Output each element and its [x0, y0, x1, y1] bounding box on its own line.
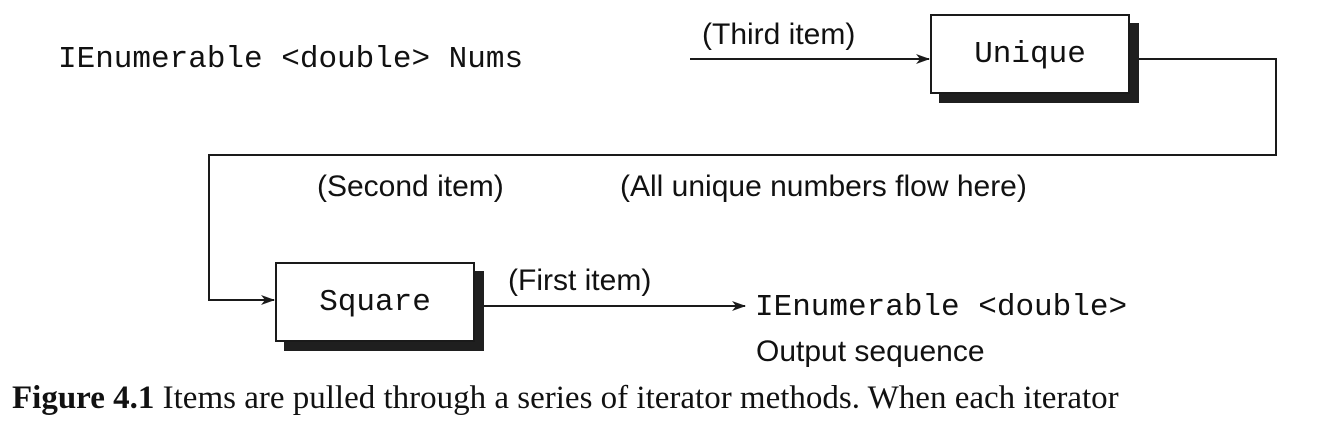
figure-caption: Figure 4.1 Items are pulled through a se…: [12, 382, 1119, 415]
source-sequence-label: IEnumerable <double> Nums: [58, 42, 524, 77]
first-item-label: (First item): [508, 264, 652, 297]
output-sequence-label: Output sequence: [756, 335, 985, 368]
square-box: Square: [275, 262, 475, 342]
second-item-label: (Second item): [317, 170, 504, 203]
square-box-label: Square: [319, 284, 431, 320]
unique-box-label: Unique: [974, 36, 1086, 72]
figure-number: Figure 4.1: [12, 380, 155, 416]
output-type-label: IEnumerable <double>: [755, 290, 1128, 325]
unique-box: Unique: [930, 14, 1130, 94]
connector-unique-to-square: [208, 58, 1277, 305]
figure-caption-text: Items are pulled through a series of ite…: [162, 380, 1119, 416]
all-unique-numbers-label: (All unique numbers flow here): [620, 170, 1027, 203]
third-item-label: (Third item): [702, 18, 856, 51]
